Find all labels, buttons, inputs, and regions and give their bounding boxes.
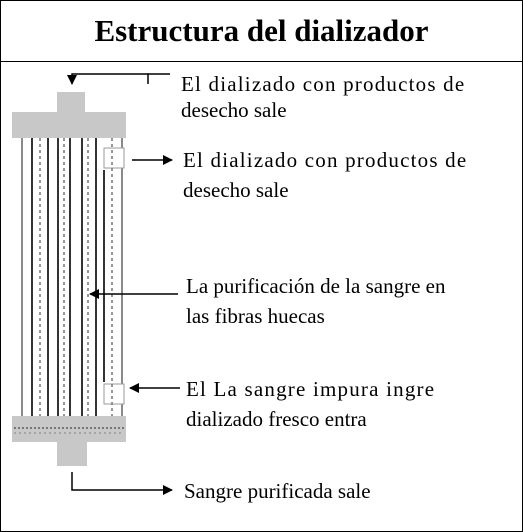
label-outlet-side-line2: desecho sale <box>183 178 289 202</box>
hollow-fibers <box>31 138 113 416</box>
label-fibers-line2: las fibras huecas <box>186 304 325 328</box>
label-inlet-line2: dializado fresco entra <box>186 407 367 431</box>
label-outlet-top-line1: El dializado con productos de <box>181 72 466 96</box>
label-bottom-outlet: Sangre purificada sale <box>184 479 371 503</box>
arrow-top-outlet <box>67 73 149 85</box>
top-header <box>12 112 126 138</box>
label-outlet-top-line2: desecho sale <box>181 98 287 122</box>
side-port-outlet <box>103 147 125 169</box>
label-fibers-line1: La purificación de la sangre en <box>186 274 446 298</box>
diagram-title: Estructura del dializador <box>1 1 522 62</box>
arrow-bottom-outlet <box>71 472 173 495</box>
bottom-header <box>12 416 126 442</box>
top-nozzle <box>57 92 85 114</box>
label-outlet-side-line1: El dializado con productos de <box>183 148 468 172</box>
side-port-inlet <box>103 383 125 405</box>
housing-tube <box>22 138 122 416</box>
label-inlet-line1: El La sangre impura ingre <box>186 377 436 401</box>
bottom-nozzle <box>57 442 87 466</box>
